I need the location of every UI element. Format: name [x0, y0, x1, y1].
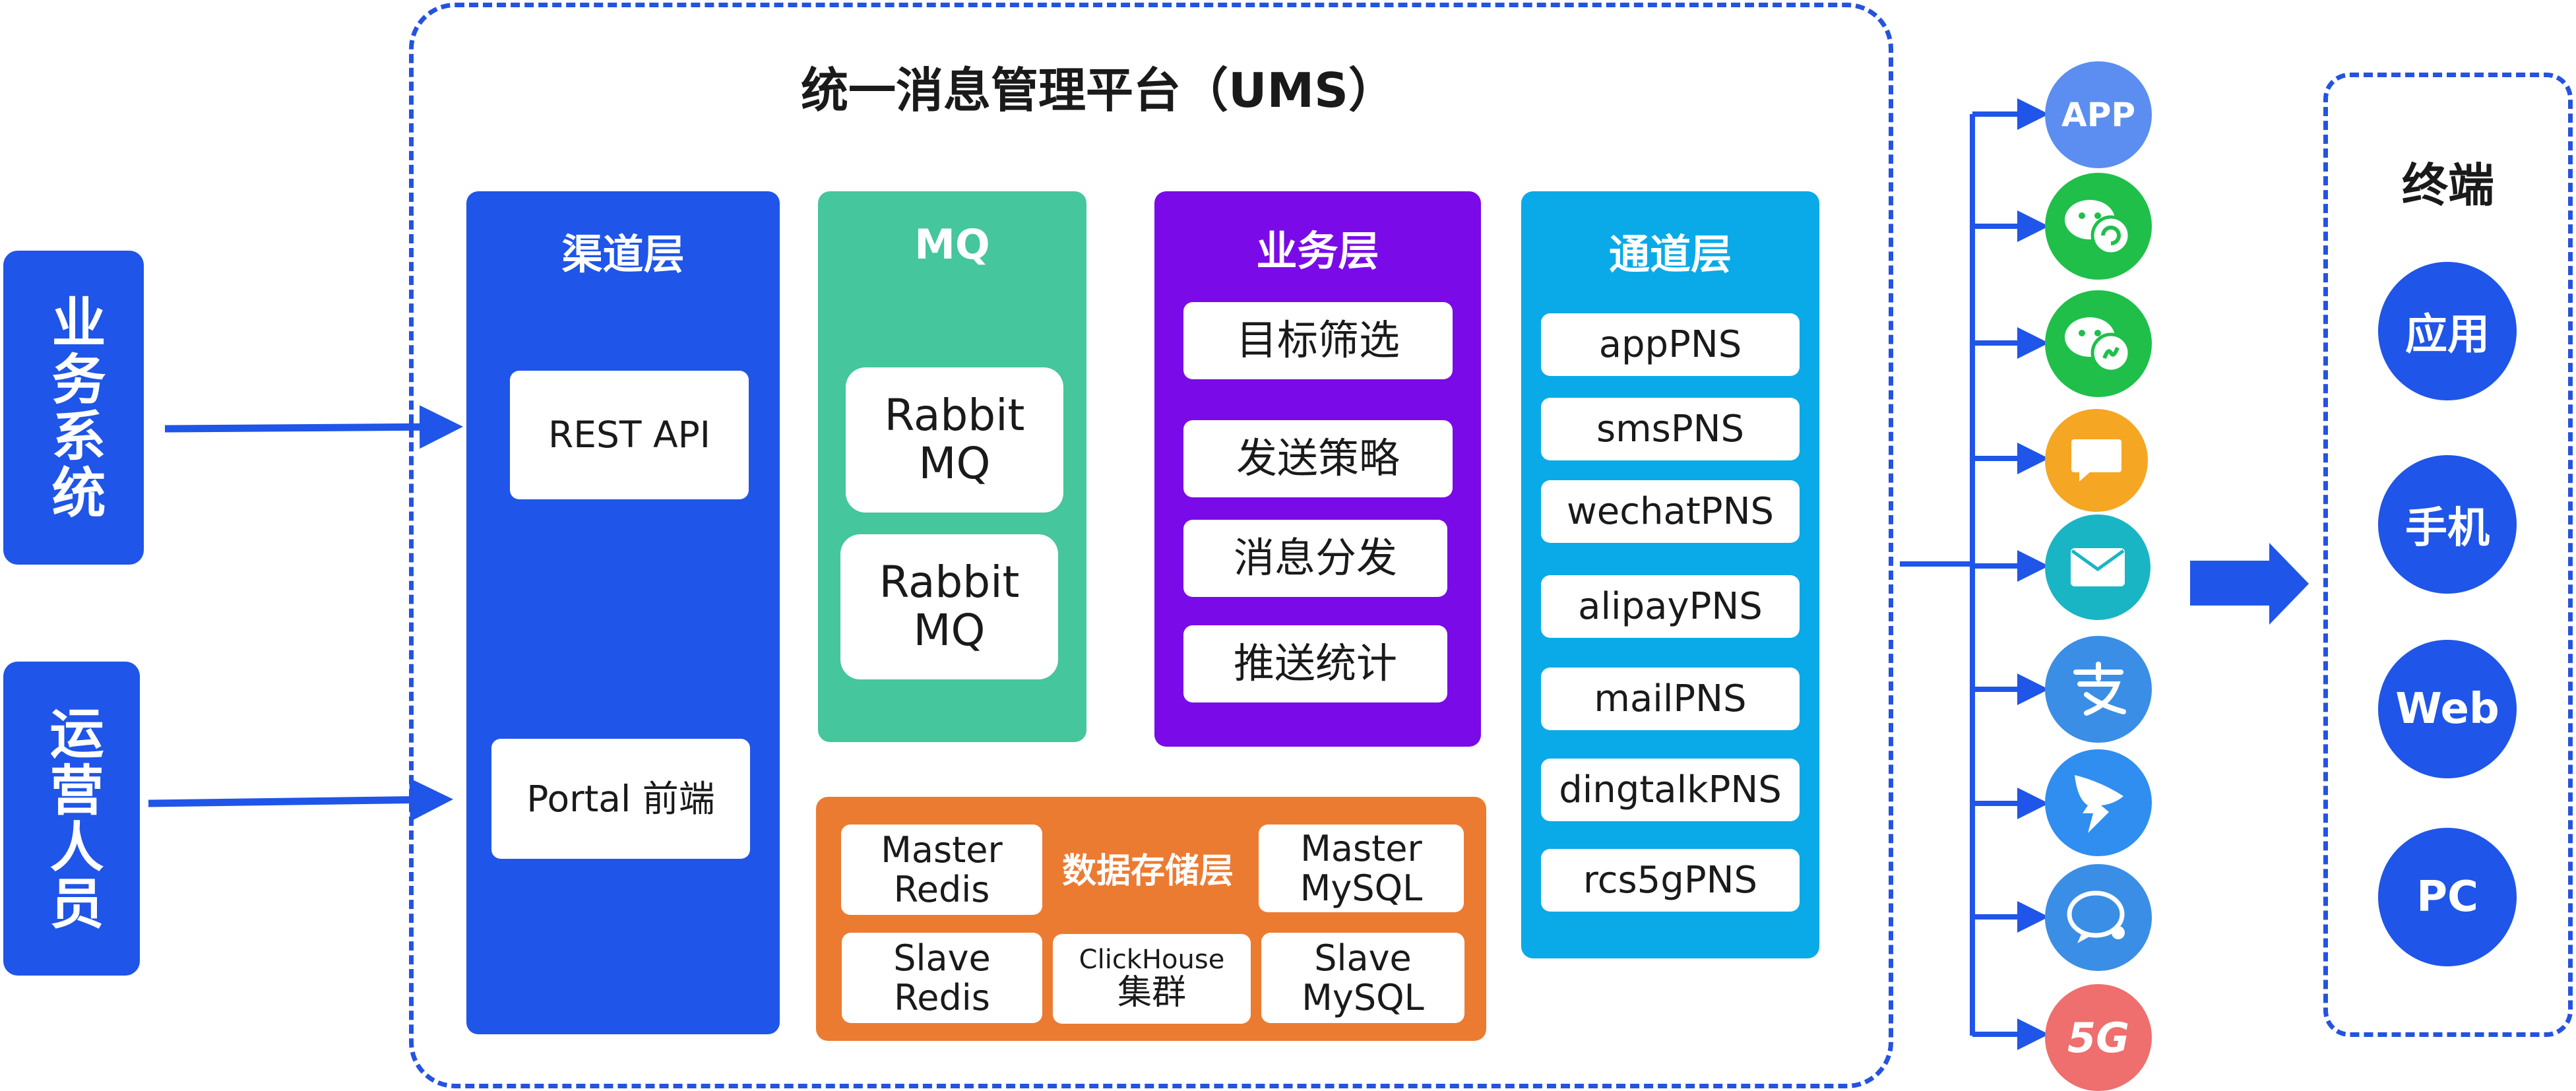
wechat-icon: [2045, 173, 2152, 280]
rabbitmq-card-1: Rabbit MQ: [846, 367, 1063, 513]
slave-mysql-card: Slave MySQL: [1261, 933, 1464, 1023]
app-icon-label: APP: [2061, 96, 2135, 134]
clickhouse-label: ClickHouse: [1079, 945, 1225, 976]
message-dispatch-card: 消息分发: [1183, 520, 1447, 597]
sms-icon: [2045, 409, 2148, 512]
terminal-phone: 手机: [2378, 455, 2517, 594]
terminal-title: 终端: [2402, 158, 2494, 212]
pns-card-dingtalk: dingtalkPNS: [1541, 759, 1800, 821]
mail-glyph: [2071, 548, 2125, 586]
pns-card-rcs5g: rcs5gPNS: [1541, 849, 1800, 912]
dingtalk-glyph: [2075, 775, 2123, 833]
business-system-box: 业务系统: [3, 251, 144, 565]
terminal-app: 应用: [2378, 262, 2517, 400]
operator-label: 运营人员: [40, 705, 103, 932]
channel-layer-title: 渠道层: [561, 230, 685, 278]
clickhouse-card: ClickHouse 集群: [1053, 934, 1251, 1024]
pns-card-wechat: wechatPNS: [1541, 480, 1800, 543]
enterprise-wechat-icon: [2045, 864, 2152, 971]
slave-redis-card: Slave Redis: [842, 933, 1042, 1023]
storage-layer-title: 数据存储层: [1061, 851, 1234, 891]
5g-icon: 5G: [2045, 984, 2152, 1091]
pns-card-app: appPNS: [1541, 313, 1800, 376]
business-layer-title: 业务层: [1256, 227, 1379, 275]
arrow-ops-to-channel: [148, 778, 453, 822]
terminal-pc: PC: [2378, 828, 2517, 966]
clickhouse-cluster-label: 集群: [1117, 973, 1186, 1013]
push-stats-card: 推送统计: [1183, 625, 1447, 702]
terminal-frame: [2323, 73, 2573, 1037]
sms-glyph: [2071, 439, 2121, 482]
mail-icon: [2045, 514, 2151, 620]
rabbitmq-card-2: Rabbit MQ: [840, 534, 1058, 679]
big-arrow-to-terminal: [2190, 543, 2309, 625]
miniprogram-glyph: [2065, 317, 2131, 373]
channel-branches: [1972, 98, 2049, 1050]
terminal-web: Web: [2378, 640, 2517, 778]
master-mysql-card: Master MySQL: [1259, 825, 1464, 912]
alipay-glyph: [2073, 662, 2126, 716]
pns-card-sms: smsPNS: [1541, 398, 1800, 460]
platform-title: 统一消息管理平台（UMS）: [801, 62, 1396, 118]
enterprise-wechat-glyph: [2067, 890, 2125, 943]
5g-icon-label: 5G: [2067, 1013, 2130, 1062]
dingtalk-icon: [2045, 749, 2152, 856]
arrow-business-to-channel: [164, 405, 463, 449]
send-strategy-card: 发送策略: [1183, 420, 1453, 497]
pass-layer-title: 通道层: [1608, 230, 1732, 278]
mq-title: MQ: [914, 220, 990, 268]
channel-layer-panel: [466, 191, 780, 1034]
wechat-miniprogram-icon: [2045, 290, 2152, 397]
operator-box: 运营人员: [3, 662, 140, 976]
app-icon: APP: [2045, 61, 2152, 168]
alipay-icon: [2045, 636, 2152, 743]
business-system-label: 业务系统: [42, 294, 105, 521]
portal-card: Portal 前端: [491, 739, 750, 859]
pns-card-alipay: alipayPNS: [1541, 575, 1800, 638]
rest-api-card: REST API: [510, 371, 749, 499]
target-filter-card: 目标筛选: [1183, 302, 1453, 379]
pns-card-mail: mailPNS: [1541, 668, 1800, 730]
master-redis-card: Master Redis: [841, 825, 1042, 915]
ums-platform-frame: [409, 3, 1893, 1088]
wechat-glyph: [2065, 200, 2131, 256]
